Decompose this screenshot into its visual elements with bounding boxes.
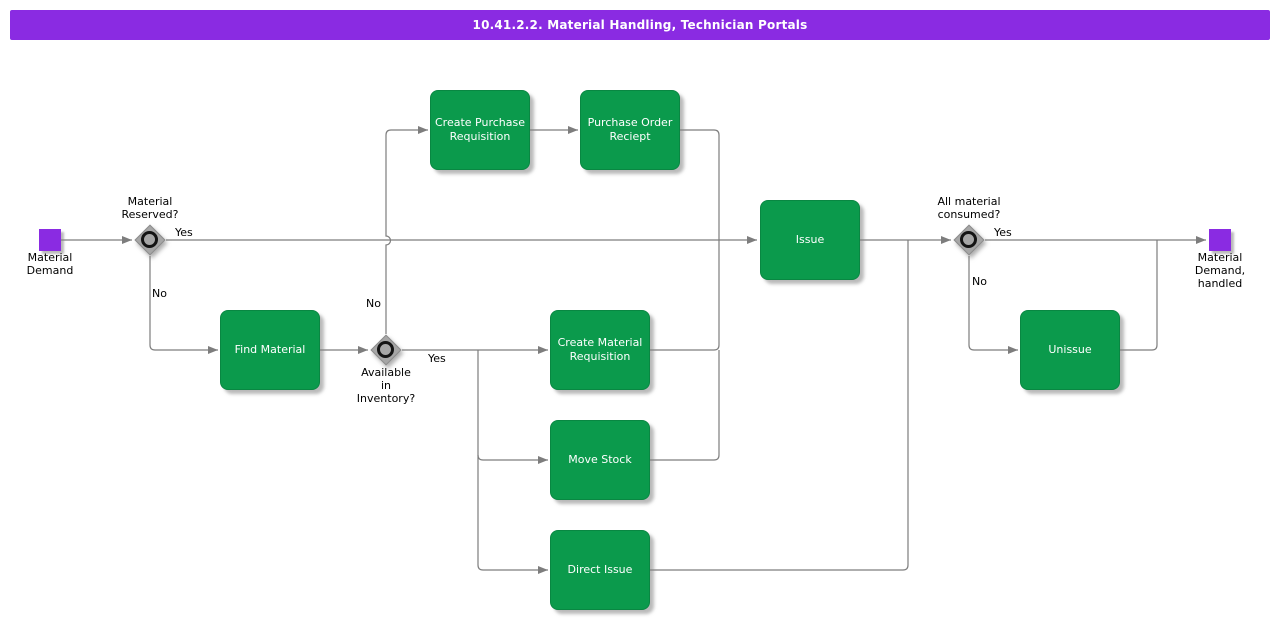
label-material-reserved-yes: Yes: [175, 226, 193, 239]
activity-direct-issue: Direct Issue: [550, 530, 650, 610]
gateway-circle-icon: [141, 231, 158, 248]
gateway-available-in-inventory-label: Available in Inventory?: [356, 366, 416, 405]
gateway-all-material-consumed-label: All material consumed?: [937, 195, 1001, 221]
diagram-title-bar: 10.41.2.2. Material Handling, Technician…: [10, 10, 1270, 40]
edge-move-stock-to-issue-merge: [650, 350, 720, 461]
activity-find-material-label: Find Material: [234, 343, 306, 356]
activity-move-stock: Move Stock: [550, 420, 650, 500]
activity-unissue-label: Unissue: [1048, 343, 1092, 356]
edge-create-material-requisition-to-issue-merge: [650, 240, 720, 351]
gateway-material-reserved: [134, 224, 166, 256]
label-available-yes: Yes: [428, 352, 446, 365]
activity-move-stock-label: Move Stock: [568, 453, 632, 466]
diagram-title: 10.41.2.2. Material Handling, Technician…: [472, 18, 808, 32]
end-event-node: [1209, 229, 1231, 251]
activity-issue-label: Issue: [795, 233, 825, 246]
activity-create-material-requisition-label: Create Material Requisition: [557, 336, 643, 363]
start-event-node: [39, 229, 61, 251]
activity-create-purchase-requisition-label: Create Purchase Requisition: [435, 116, 525, 143]
label-available-no: No: [366, 297, 381, 310]
activity-create-material-requisition: Create Material Requisition: [550, 310, 650, 390]
label-consumed-yes: Yes: [994, 226, 1012, 239]
label-material-reserved-no: No: [152, 287, 167, 300]
edge-branch-to-direct-issue: [477, 455, 548, 574]
edge-purchase-order-reciept-to-issue-merge: [680, 129, 720, 240]
edge-unissue-to-end-merge: [1120, 240, 1158, 351]
activity-direct-issue-label: Direct Issue: [567, 563, 633, 576]
activity-find-material: Find Material: [220, 310, 320, 390]
end-event-label: Material Demand, handled: [1194, 251, 1246, 290]
activity-unissue: Unissue: [1020, 310, 1120, 390]
gateway-available-in-inventory: [370, 334, 402, 366]
activity-purchase-order-reciept: Purchase Order Reciept: [580, 90, 680, 170]
edge-direct-issue-to-gateway3-merge: [650, 240, 909, 571]
activity-issue: Issue: [760, 200, 860, 280]
edge-gateway2-no-to-create-purchase-requisition: [385, 126, 428, 334]
activity-purchase-order-reciept-label: Purchase Order Reciept: [587, 116, 673, 143]
label-consumed-no: No: [972, 275, 987, 288]
edge-gateway1-no-to-find-material: [149, 256, 218, 354]
edge-gateway3-no-to-unissue: [968, 256, 1018, 354]
gateway-all-material-consumed: [953, 224, 985, 256]
activity-create-purchase-requisition: Create Purchase Requisition: [430, 90, 530, 170]
gateway-material-reserved-label: Material Reserved?: [121, 195, 179, 221]
edge-branch-to-move-stock: [477, 350, 548, 464]
gateway-circle-icon: [377, 341, 394, 358]
gateway-circle-icon: [960, 231, 977, 248]
start-event-label: Material Demand: [26, 251, 74, 277]
